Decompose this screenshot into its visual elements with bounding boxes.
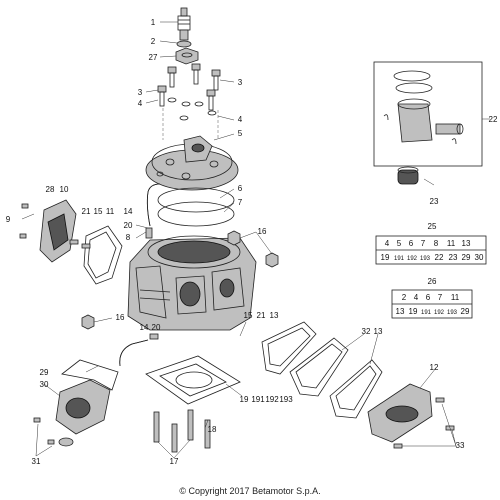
head-gaskets — [157, 187, 235, 227]
kit-25-row-1: 4 5 6 7 8 11 13 — [385, 239, 471, 248]
callout-14: 14 — [124, 207, 133, 216]
kit-25-part: 192 — [407, 256, 418, 262]
callout-5: 5 — [238, 129, 243, 138]
kit-25-part: 7 — [421, 239, 426, 248]
callout-7: 7 — [238, 198, 243, 207]
kit-26-part: 29 — [461, 307, 470, 316]
callout-192: 192 — [265, 395, 279, 404]
callout-14: 14 — [140, 323, 149, 332]
kit-26-part: 191 — [421, 310, 432, 316]
callout-20: 20 — [152, 323, 161, 332]
spark-plug — [177, 7, 191, 41]
kit-25-part: 29 — [462, 253, 471, 262]
callout-2: 2 — [151, 37, 156, 46]
kit-25-part: 11 — [447, 239, 456, 248]
copyright-footer: © Copyright 2017 Betamotor S.p.A. — [179, 486, 321, 496]
kit-26-part: 193 — [447, 310, 458, 316]
callout-20: 20 — [124, 221, 133, 230]
callout-11: 11 — [106, 207, 115, 216]
kit-26-row-1: 2 4 6 7 11 — [402, 293, 460, 302]
cylinder-nuts — [81, 230, 279, 330]
needle-bearing — [397, 166, 419, 185]
callout-21: 21 — [257, 311, 266, 320]
head-nut — [175, 47, 199, 65]
piston-kit — [373, 61, 483, 167]
callout-labels: 1 2 27 3 3 4 4 5 6 7 8 9 10 28 21 15 11 … — [6, 18, 498, 466]
kit-25-part: 13 — [462, 239, 471, 248]
callout-9: 9 — [6, 215, 11, 224]
callout-16: 16 — [258, 227, 267, 236]
kit-25-label: 25 — [428, 222, 437, 231]
callout-17: 17 — [170, 457, 179, 466]
lower-hose — [119, 333, 159, 367]
kit-26-label: 26 — [428, 277, 437, 286]
callout-193: 193 — [279, 395, 293, 404]
callout-8: 8 — [126, 233, 131, 242]
kit-26-row-2: 13 19 191 192 193 29 — [396, 307, 470, 316]
kit-25-part: 5 — [397, 239, 402, 248]
callout-27: 27 — [149, 53, 158, 62]
callout-15: 15 — [244, 311, 253, 320]
callout-32: 32 — [362, 327, 371, 336]
callout-30: 30 — [40, 380, 49, 389]
callout-3: 3 — [138, 88, 143, 97]
kit-25-part: 19 — [381, 253, 390, 262]
head-bolts — [157, 63, 221, 140]
kit-26-part: 6 — [426, 293, 431, 302]
callout-6: 6 — [238, 184, 243, 193]
cylinder-studs — [153, 409, 211, 453]
callout-1: 1 — [151, 18, 156, 27]
cylinder-head — [145, 135, 239, 191]
callout-4: 4 — [138, 99, 143, 108]
callout-3: 3 — [238, 78, 243, 87]
callout-29: 29 — [40, 368, 49, 377]
callout-23: 23 — [430, 197, 439, 206]
kit-26-part: 192 — [434, 310, 445, 316]
kit-25-part: 23 — [449, 253, 458, 262]
callout-18: 18 — [208, 425, 217, 434]
kit-26-part: 11 — [451, 293, 460, 302]
kit-26-part: 4 — [414, 293, 419, 302]
callout-13: 13 — [374, 327, 383, 336]
plug-washer — [176, 40, 192, 48]
kit-25-part: 4 — [385, 239, 390, 248]
callout-191: 191 — [251, 395, 265, 404]
kit-25-part: 6 — [409, 239, 414, 248]
callout-4: 4 — [238, 115, 243, 124]
callout-22: 22 — [489, 115, 498, 124]
callout-21: 21 — [82, 207, 91, 216]
kit-25-part: 30 — [475, 253, 484, 262]
left-cover-gasket — [83, 225, 123, 285]
callout-12: 12 — [430, 363, 439, 372]
kit-25-row-2: 19 191 192 193 22 23 29 30 — [381, 253, 484, 262]
left-valve-cover — [19, 199, 77, 263]
callout-33: 33 — [456, 441, 465, 450]
right-gaskets — [261, 321, 383, 419]
cylinder — [127, 235, 257, 331]
callout-16: 16 — [116, 313, 125, 322]
kit-25-part: 22 — [435, 253, 444, 262]
leader-lines — [21, 21, 490, 459]
kit-26-part: 19 — [409, 307, 418, 316]
callout-31: 31 — [32, 457, 41, 466]
kit-26-part: 13 — [396, 307, 405, 316]
bleed-hose — [145, 183, 161, 239]
callout-19: 19 — [240, 395, 249, 404]
kit-26: 26 2 4 6 7 11 13 19 191 192 193 29 — [391, 277, 473, 319]
base-gasket — [145, 355, 241, 405]
callout-13: 13 — [270, 311, 279, 320]
callout-28: 28 — [46, 185, 55, 194]
kit-25-part: 193 — [420, 256, 431, 262]
left-cover-bolts — [69, 239, 91, 249]
kit-26-part: 2 — [402, 293, 407, 302]
callout-15: 15 — [94, 207, 103, 216]
kit-25: 25 4 5 6 7 8 11 13 19 191 192 193 22 23 … — [375, 222, 487, 265]
exhaust-flange — [33, 359, 119, 447]
callout-10: 10 — [60, 185, 69, 194]
kit-25-part: 191 — [394, 256, 405, 262]
right-valve-cover — [367, 383, 455, 449]
kit-25-part: 8 — [434, 239, 439, 248]
kit-26-part: 7 — [438, 293, 443, 302]
